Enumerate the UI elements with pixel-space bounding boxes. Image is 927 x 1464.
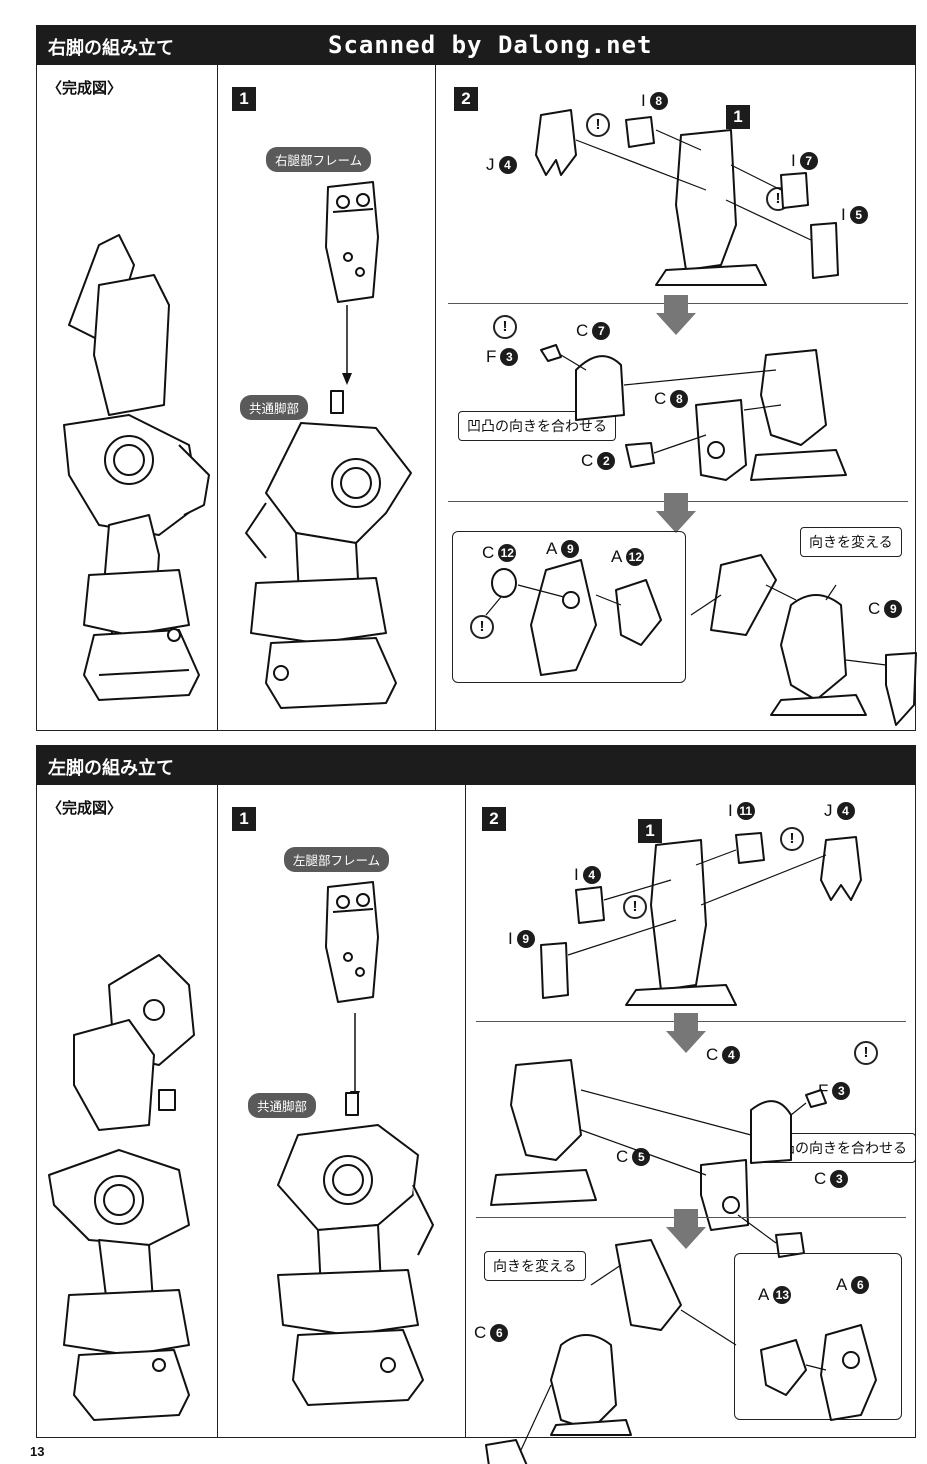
section-title: 左脚の組み立て — [48, 758, 174, 779]
right-leg-complete-illustration — [63, 234, 210, 701]
down-arrow — [656, 295, 696, 335]
detail-box — [734, 1253, 902, 1420]
assembly-arrow — [342, 305, 352, 385]
common-leg-label: 共通脚部 — [248, 1093, 317, 1118]
complete-figure-panel: 〈完成図〉 — [36, 785, 218, 1438]
down-arrow — [666, 1209, 706, 1249]
right-leg-section: 右脚の組み立て Scanned by Dalong.net 〈完成図〉 1 右腿… — [36, 25, 917, 731]
step-number: 1 — [232, 87, 256, 111]
step1-panel: 1 右腿部フレーム 共通脚部 — [218, 65, 436, 731]
watermark: Scanned by Dalong.net — [328, 31, 653, 59]
left-leg-complete-illustration — [48, 954, 195, 1421]
down-arrow — [656, 493, 696, 533]
caution-icon: ! — [493, 315, 517, 339]
step-number: 1 — [232, 807, 256, 831]
step-number: 2 — [454, 87, 478, 111]
thigh-frame-label: 右腿部フレーム — [266, 147, 372, 172]
page-number: 13 — [30, 1444, 45, 1459]
caution-icon: ! — [854, 1041, 878, 1065]
detail-box — [452, 531, 686, 683]
orientation-note: 向きを変える — [800, 527, 902, 557]
section-header: 右脚の組み立て Scanned by Dalong.net — [36, 25, 916, 65]
step-number: 2 — [482, 807, 506, 831]
substep-a-illustration — [540, 832, 862, 1006]
left-leg-section: 左脚の組み立て 〈完成図〉 1 左腿部フレーム — [36, 745, 916, 1464]
thigh-frame-illustration — [325, 881, 379, 1003]
section-title: 右脚の組み立て — [48, 38, 174, 59]
step1-panel: 1 左腿部フレーム 共通脚部 — [218, 785, 466, 1438]
complete-figure-label: 〈完成図〉 — [47, 79, 123, 97]
thigh-frame-illustration — [325, 181, 379, 303]
substep-c-illustration — [485, 1239, 877, 1464]
alignment-note: 凹凸の向きを合わせる — [758, 1133, 916, 1163]
common-leg-label: 共通脚部 — [240, 395, 309, 420]
caution-icon: ! — [586, 113, 610, 137]
caution-icon: ! — [780, 827, 804, 851]
sub-step-number: 1 — [726, 105, 750, 129]
caution-icon: ! — [470, 615, 494, 639]
common-leg-illustration — [277, 1092, 434, 1406]
section-header: 左脚の組み立て — [36, 745, 916, 785]
sub-step-number: 1 — [638, 819, 662, 843]
orientation-note: 向きを変える — [484, 1251, 586, 1281]
complete-figure-panel: 〈完成図〉 — [36, 65, 218, 731]
complete-figure-label: 〈完成図〉 — [47, 799, 123, 817]
caution-icon: ! — [623, 895, 647, 919]
thigh-frame-label: 左腿部フレーム — [284, 847, 390, 872]
substep-b-illustration — [540, 344, 847, 481]
substep-c-illustration — [485, 554, 917, 726]
common-leg-illustration — [245, 390, 412, 709]
substep-b-illustration — [490, 1059, 827, 1258]
substep-a-illustration — [535, 109, 839, 286]
down-arrow — [666, 1013, 706, 1053]
